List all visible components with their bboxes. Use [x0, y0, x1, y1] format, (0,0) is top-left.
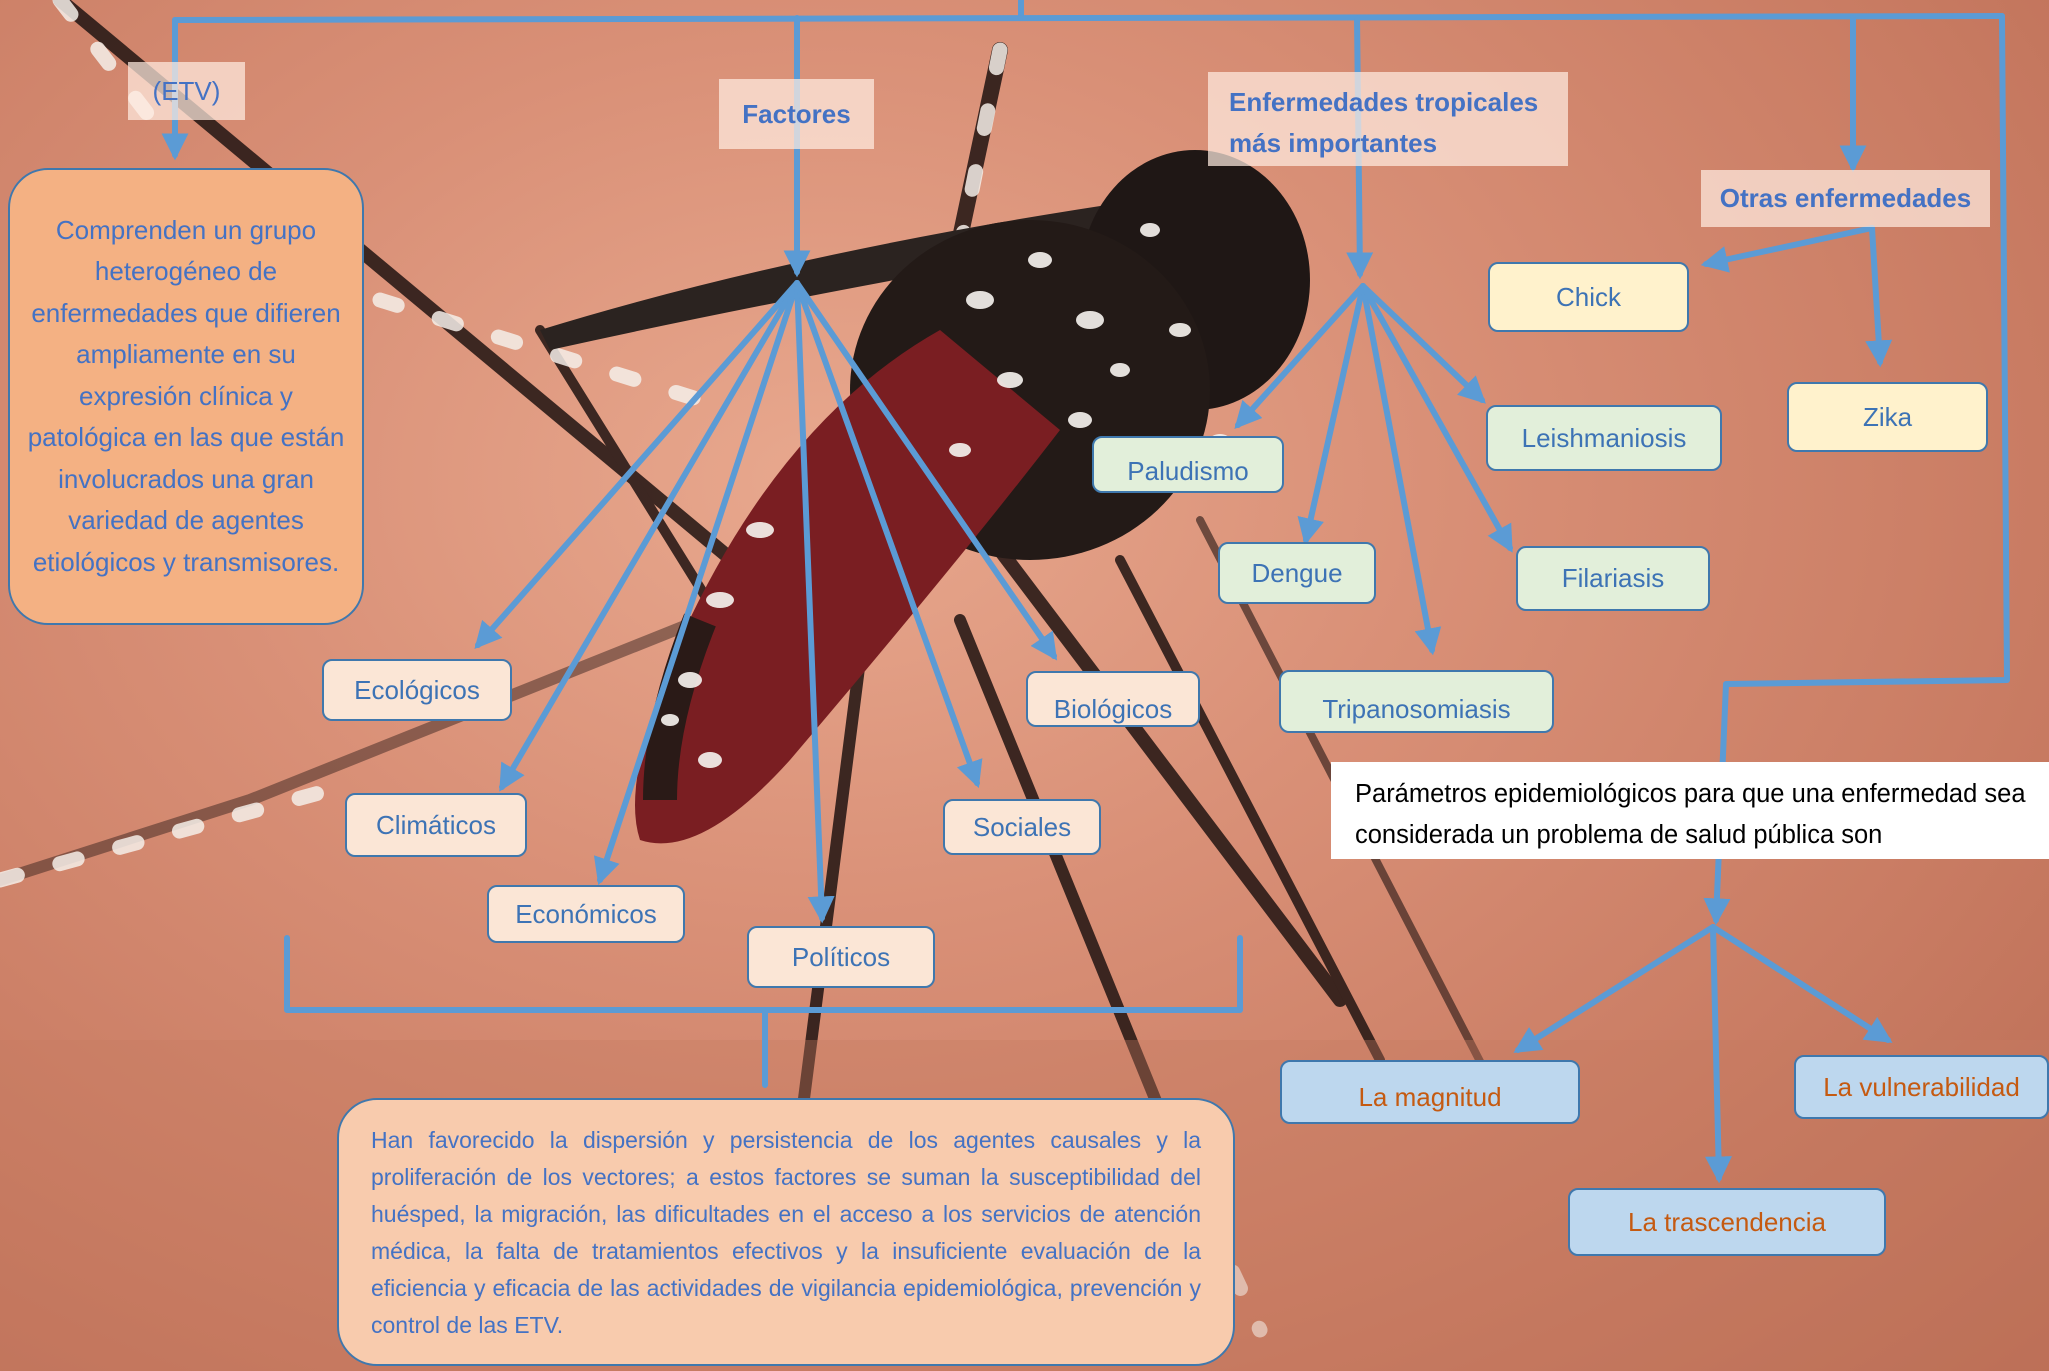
disease-dengue: Dengue — [1218, 542, 1376, 604]
factor-economicos: Económicos — [487, 885, 685, 943]
param-trascendencia: La trascendencia — [1568, 1188, 1886, 1256]
factor-ecologicos: Ecológicos — [322, 659, 512, 721]
factores-summary-text: Han favorecido la dispersión y persisten… — [371, 1127, 1201, 1338]
top-horizontal-line — [175, 16, 2002, 20]
factores-heading: Factores — [719, 79, 874, 149]
disease-filariasis: Filariasis — [1516, 546, 1710, 611]
param-vulnerabilidad: La vulnerabilidad — [1794, 1055, 2049, 1119]
disease-leishmaniosis: Leishmaniosis — [1486, 405, 1722, 471]
tropicales-heading: Enfermedades tropicales más importantes — [1208, 72, 1568, 166]
param-magnitud: La magnitud — [1280, 1060, 1580, 1124]
other-arrows — [1706, 228, 1880, 362]
parameter-arrows — [1518, 927, 1888, 1178]
factor-climaticos: Climáticos — [345, 793, 527, 857]
factores-summary-box: Han favorecido la dispersión y persisten… — [337, 1098, 1235, 1366]
factor-sociales: Sociales — [943, 799, 1101, 855]
other-chick: Chick — [1488, 262, 1689, 332]
other-zika: Zika — [1787, 382, 1988, 452]
factor-politicos: Políticos — [747, 926, 935, 988]
disease-paludismo: Paludismo — [1092, 436, 1284, 493]
definition-text: Comprenden un grupo heterogéneo de enfer… — [20, 210, 352, 584]
tropicales-heading-line2: más importantes — [1229, 123, 1568, 164]
definition-box: Comprenden un grupo heterogéneo de enfer… — [8, 168, 364, 625]
otras-heading: Otras enfermedades — [1701, 170, 1990, 227]
factor-biologicos: Biológicos — [1026, 671, 1200, 727]
disease-tripanosomiasis: Tripanosomiasis — [1279, 670, 1554, 733]
etv-label: (ETV) — [128, 62, 245, 120]
tropicales-heading-line1: Enfermedades tropicales — [1229, 82, 1568, 123]
parametros-title: Parámetros epidemiológicos para que una … — [1331, 762, 2049, 859]
